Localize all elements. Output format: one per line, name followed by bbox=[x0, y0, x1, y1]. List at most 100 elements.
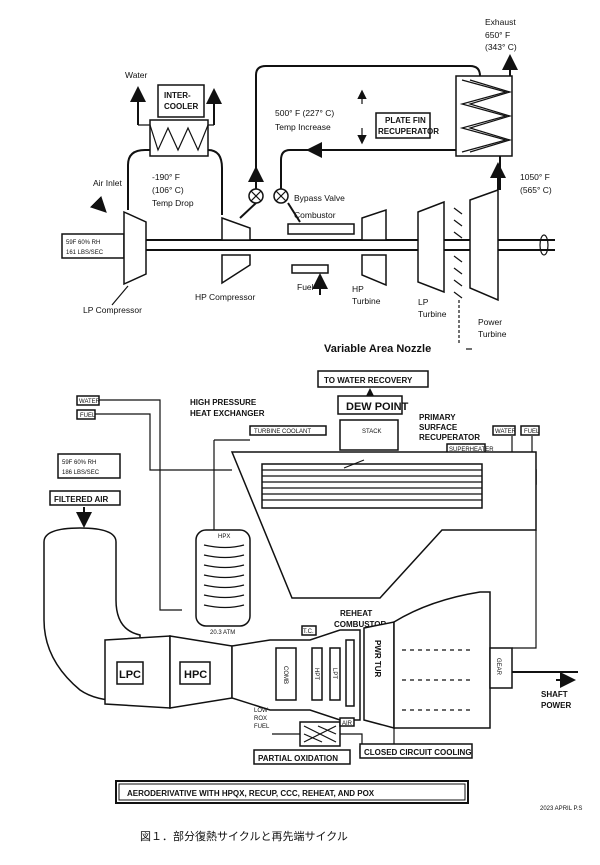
hpt-label: HPT bbox=[313, 668, 319, 680]
fuel-line-left bbox=[95, 413, 151, 435]
temp-drop-3: Temp Drop bbox=[152, 198, 194, 208]
inlet-conditions-box-2 bbox=[57, 453, 121, 479]
title-box-inner bbox=[118, 783, 466, 801]
hot-temp-1: 1050° F bbox=[520, 172, 550, 182]
ccc-label: CLOSED CIRCUIT COOLING bbox=[364, 748, 472, 757]
power-turbine-shape bbox=[469, 188, 499, 302]
pox-reactor-pattern bbox=[303, 725, 337, 743]
hpx-label-2: HEAT EXCHANGER bbox=[190, 409, 265, 418]
air-from-intercooler bbox=[207, 149, 223, 215]
shaft-power-1: SHAFT bbox=[541, 690, 568, 699]
inlet-conditions-1: 59F 60% RH bbox=[66, 240, 100, 246]
fuel-nozzle bbox=[291, 264, 329, 274]
recuperator-coil-b bbox=[467, 79, 513, 153]
recuperator-hatch bbox=[262, 469, 482, 501]
stack-label: STACK bbox=[362, 429, 382, 435]
water-recovery-label: TO WATER RECOVERY bbox=[324, 376, 413, 385]
intercooler-core bbox=[149, 119, 209, 157]
bottom-schematic: TO WATER RECOVERY DEW POINT WATER FUEL H… bbox=[43, 370, 582, 812]
air-tag bbox=[339, 717, 355, 727]
valve-2-combustor bbox=[287, 202, 301, 223]
reheat-label-2: COMBUSTOR bbox=[334, 620, 387, 629]
hot-temp-2: (565° C) bbox=[520, 185, 552, 195]
power-turbine-label-1: Power bbox=[478, 317, 502, 327]
fuel-tag-right bbox=[520, 425, 540, 436]
filtered-air-label: FILTERED AIR bbox=[54, 495, 108, 504]
combustor-label: Combustor bbox=[294, 210, 336, 220]
atm-label: 20.3 ATM bbox=[210, 630, 235, 636]
low-rox-3: FUEL bbox=[254, 724, 270, 730]
recuperator-label-box bbox=[375, 112, 431, 139]
water-tag-left-label: WATER bbox=[79, 399, 101, 405]
primary-label-3: RECUPERATOR bbox=[419, 433, 480, 442]
pwr-tur-label: PWR TUR bbox=[373, 640, 382, 678]
water-line-left bbox=[99, 399, 161, 425]
pox-label: PARTIAL OXIDATION bbox=[258, 754, 338, 763]
water-tag-right-label: WATER bbox=[495, 429, 517, 435]
lp-turbine-shape bbox=[417, 200, 445, 294]
air-to-intercooler bbox=[127, 149, 150, 210]
temp-drop-2: (106° C) bbox=[152, 185, 184, 195]
nozzle-label: Variable Area Nozzle bbox=[324, 343, 431, 355]
lp-turbine-label-1: LP bbox=[418, 297, 429, 307]
lp-turbine-label-2: Turbine bbox=[418, 309, 447, 319]
dew-point-box bbox=[337, 395, 403, 415]
exhaust-2: 650° F bbox=[485, 30, 510, 40]
superheater-label: SUPERHEATER bbox=[449, 447, 494, 453]
intercooler: INTER- COOLER bbox=[138, 84, 214, 157]
bypass-valve-label: Bypass Valve bbox=[294, 193, 345, 203]
dew-point-label: DEW POINT bbox=[346, 401, 409, 413]
top-schematic: Water INTER- COOLER Air Inlet -190° F (1… bbox=[61, 17, 555, 355]
lpt-box bbox=[329, 647, 341, 701]
lpc-label: LPC bbox=[119, 669, 141, 681]
water-tag-right bbox=[492, 425, 516, 436]
intercooler-box bbox=[157, 84, 205, 118]
primary-label-2: SURFACE bbox=[419, 423, 458, 432]
hp-compressor-label: HP Compressor bbox=[195, 292, 255, 302]
exhaust-1: Exhaust bbox=[485, 17, 516, 27]
figure-caption: 図１．部分復熱サイクルと再先端サイクル bbox=[140, 830, 348, 843]
shaft-rotation bbox=[539, 234, 549, 256]
tc-tag bbox=[301, 625, 317, 636]
recup-return-line bbox=[280, 149, 420, 176]
recuperator-matrix bbox=[261, 463, 483, 509]
inlet-conditions-2-1: 59F 60% RH bbox=[62, 460, 96, 466]
inlet-conditions-2-2: 186 LBS/SEC bbox=[62, 470, 100, 476]
gear-label: GEAR bbox=[495, 658, 501, 676]
hp-turbine-bottom bbox=[361, 254, 387, 287]
intercooler-coil bbox=[138, 124, 214, 152]
recup-feed-line bbox=[255, 65, 481, 189]
comb-box bbox=[275, 647, 297, 701]
temp-increase-2: Temp Increase bbox=[275, 122, 331, 132]
air-inlet-arrow bbox=[89, 195, 107, 213]
exhaust-scroll bbox=[393, 591, 491, 729]
pox-box bbox=[253, 749, 351, 765]
low-rox-2: ROX bbox=[254, 716, 267, 722]
hpx-label-1: HIGH PRESSURE bbox=[190, 398, 257, 407]
recuperator-label-1: PLATE FIN bbox=[385, 116, 426, 125]
air-label: AIR bbox=[342, 721, 353, 727]
recuperator-core bbox=[455, 75, 513, 157]
diagram-title: AERODERIVATIVE WITH HPQX, RECUP, CCC, RE… bbox=[127, 789, 375, 798]
inlet-conditions-box bbox=[61, 233, 125, 259]
reheat-burner bbox=[345, 639, 355, 707]
combustor-box bbox=[287, 223, 355, 235]
reheat-label-1: REHEAT bbox=[340, 609, 372, 618]
intercooler-label-1: INTER- bbox=[164, 91, 191, 100]
lp-compressor-leader bbox=[111, 285, 129, 306]
hpc-box bbox=[179, 661, 211, 685]
hp-compressor-top bbox=[221, 216, 251, 241]
lp-compressor-shape bbox=[123, 210, 147, 286]
hpx-core-label: HPX bbox=[218, 534, 230, 540]
hp-turbine-top bbox=[361, 208, 387, 241]
recuperator-coil-a bbox=[459, 79, 509, 153]
intercooler-label-2: COOLER bbox=[164, 102, 198, 111]
gear-box bbox=[489, 647, 513, 689]
fuel-pipe-recup bbox=[149, 435, 232, 471]
tc-label: T.C. bbox=[303, 629, 314, 635]
stack-box bbox=[339, 419, 399, 451]
hpx-core: HPX 20.3 ATM bbox=[195, 529, 251, 636]
low-rox-1: LOW bbox=[254, 708, 268, 714]
hp-compressor-bottom bbox=[221, 254, 251, 285]
